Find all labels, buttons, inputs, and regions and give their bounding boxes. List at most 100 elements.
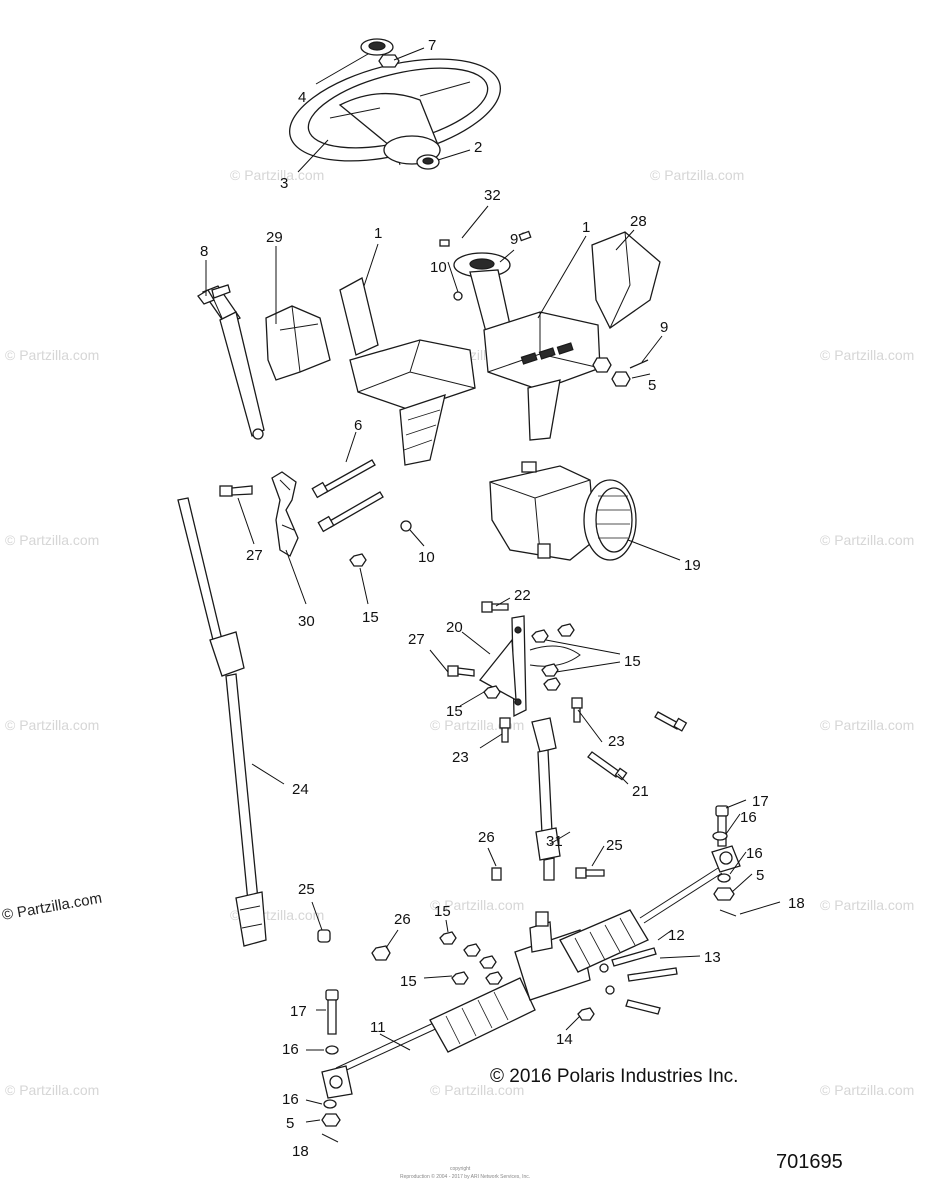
watermark: © Partzilla.com: [820, 717, 914, 733]
watermark-layer: © Partzilla.com © Partzilla.com © Partzi…: [1, 167, 915, 1098]
nut-26: [491, 867, 502, 881]
bolt-25-lower: [317, 929, 331, 943]
tie-rod-end-right: [711, 845, 741, 873]
tilt-bracket-right: [453, 252, 601, 441]
callout-24: 24: [292, 781, 309, 798]
callout-16: 16: [740, 809, 757, 826]
nuts-15-group: [483, 623, 575, 699]
washer-16: [717, 873, 731, 883]
nut-10: [400, 520, 412, 532]
footer-line-1: copyright: [450, 1166, 471, 1172]
watermark: © Partzilla.com: [5, 347, 99, 363]
steering-wheel: [288, 58, 502, 166]
cotter-pin-18: [321, 1133, 339, 1143]
washer-16: [323, 1099, 337, 1109]
bolt-27-lower: [447, 665, 475, 677]
callout-30: 30: [298, 613, 315, 630]
callout-25: 25: [298, 881, 315, 898]
cotter-pin-18: [719, 909, 737, 917]
watermark: © Partzilla.com: [820, 532, 914, 548]
lower-steering-shaft: [177, 497, 267, 947]
callout-13: 13: [704, 949, 721, 966]
callout-11: 11: [370, 1019, 386, 1036]
callout-27: 27: [246, 547, 263, 564]
power-steering-unit: [489, 461, 637, 561]
callout-19: 19: [684, 557, 701, 574]
washer-16: [325, 1045, 339, 1055]
watermark: © Partzilla.com: [5, 532, 99, 548]
column-bearing: [416, 154, 440, 170]
upper-u-joint: [271, 471, 299, 557]
callout-25: 25: [606, 837, 623, 854]
callout-10: 10: [430, 259, 447, 276]
watermark: © Partzilla.com: [230, 167, 324, 183]
footer-line-2: Reproduction © 2004 - 2017 by ARI Networ…: [400, 1173, 530, 1180]
mount-bracket: [479, 615, 581, 718]
bolt-22: [481, 601, 509, 613]
pinch-bolt: [219, 485, 253, 497]
callout-9: 9: [660, 319, 668, 336]
copyright-notice: © 2016 Polaris Industries Inc.: [490, 1066, 738, 1087]
callout-4: 4: [298, 89, 306, 106]
rack-nuts: [439, 931, 595, 1021]
callout-5: 5: [756, 867, 764, 884]
callout-16: 16: [746, 845, 763, 862]
watermark: © Partzilla.com: [430, 897, 524, 913]
callout-5: 5: [648, 377, 656, 394]
callout-26: 26: [478, 829, 495, 846]
callout-26: 26: [394, 911, 411, 928]
intermediate-shaft: [531, 717, 561, 881]
nut-5: [321, 1113, 341, 1127]
watermark: © Partzilla.com: [650, 167, 744, 183]
bolt-right: [654, 711, 688, 732]
column-shroud-left: [265, 305, 331, 381]
callout-28: 28: [630, 213, 647, 230]
callout-12: 12: [668, 927, 685, 944]
bolt-17-left: [325, 989, 339, 1035]
callout-27: 27: [408, 631, 425, 648]
callout-15: 15: [434, 903, 451, 920]
watermark: © Partzilla.com: [820, 347, 914, 363]
watermark: © Partzilla.com: [820, 1082, 914, 1098]
callout-18: 18: [292, 1143, 309, 1160]
callout-6: 6: [354, 417, 362, 434]
bolt-21: [587, 751, 628, 781]
rack-bolts: [599, 947, 678, 1015]
callout-15: 15: [446, 703, 463, 720]
column-shroud-right: [591, 231, 661, 329]
gas-strut: [197, 284, 265, 440]
callout-21: 21: [632, 783, 649, 800]
callout-9: 9: [510, 231, 518, 248]
callout-23: 23: [452, 749, 469, 766]
callout-23: 23: [608, 733, 625, 750]
callout-7: 7: [428, 37, 436, 54]
callout-14: 14: [556, 1031, 573, 1048]
long-bolts: [311, 459, 384, 533]
watermark: © Partzilla.com: [430, 1082, 524, 1098]
bolt-23: [571, 697, 583, 723]
callout-15: 15: [400, 973, 417, 990]
bolt-25: [575, 867, 605, 879]
callout-29: 29: [266, 229, 283, 246]
callout-18: 18: [788, 895, 805, 912]
callout-32: 32: [484, 187, 501, 204]
bracket-hardware: [439, 230, 649, 387]
watermark: © Partzilla.com: [820, 897, 914, 913]
callout-22: 22: [514, 587, 531, 604]
bolt-23: [499, 717, 511, 743]
nut-5: [713, 887, 735, 901]
callout-1: 1: [582, 219, 590, 236]
callout-16: 16: [282, 1091, 299, 1108]
callout-10: 10: [418, 549, 435, 566]
steering-rack: [335, 867, 723, 1075]
watermark: © Partzilla.com: [5, 1082, 99, 1098]
watermark: © Partzilla.com: [5, 717, 99, 733]
leader-lines: [205, 47, 781, 1123]
callout-17: 17: [752, 793, 769, 810]
nut-15: [349, 553, 367, 567]
callout-3: 3: [280, 175, 288, 192]
callout-15: 15: [624, 653, 641, 670]
tilt-bracket-left: [339, 277, 476, 466]
callout-2: 2: [474, 139, 482, 156]
